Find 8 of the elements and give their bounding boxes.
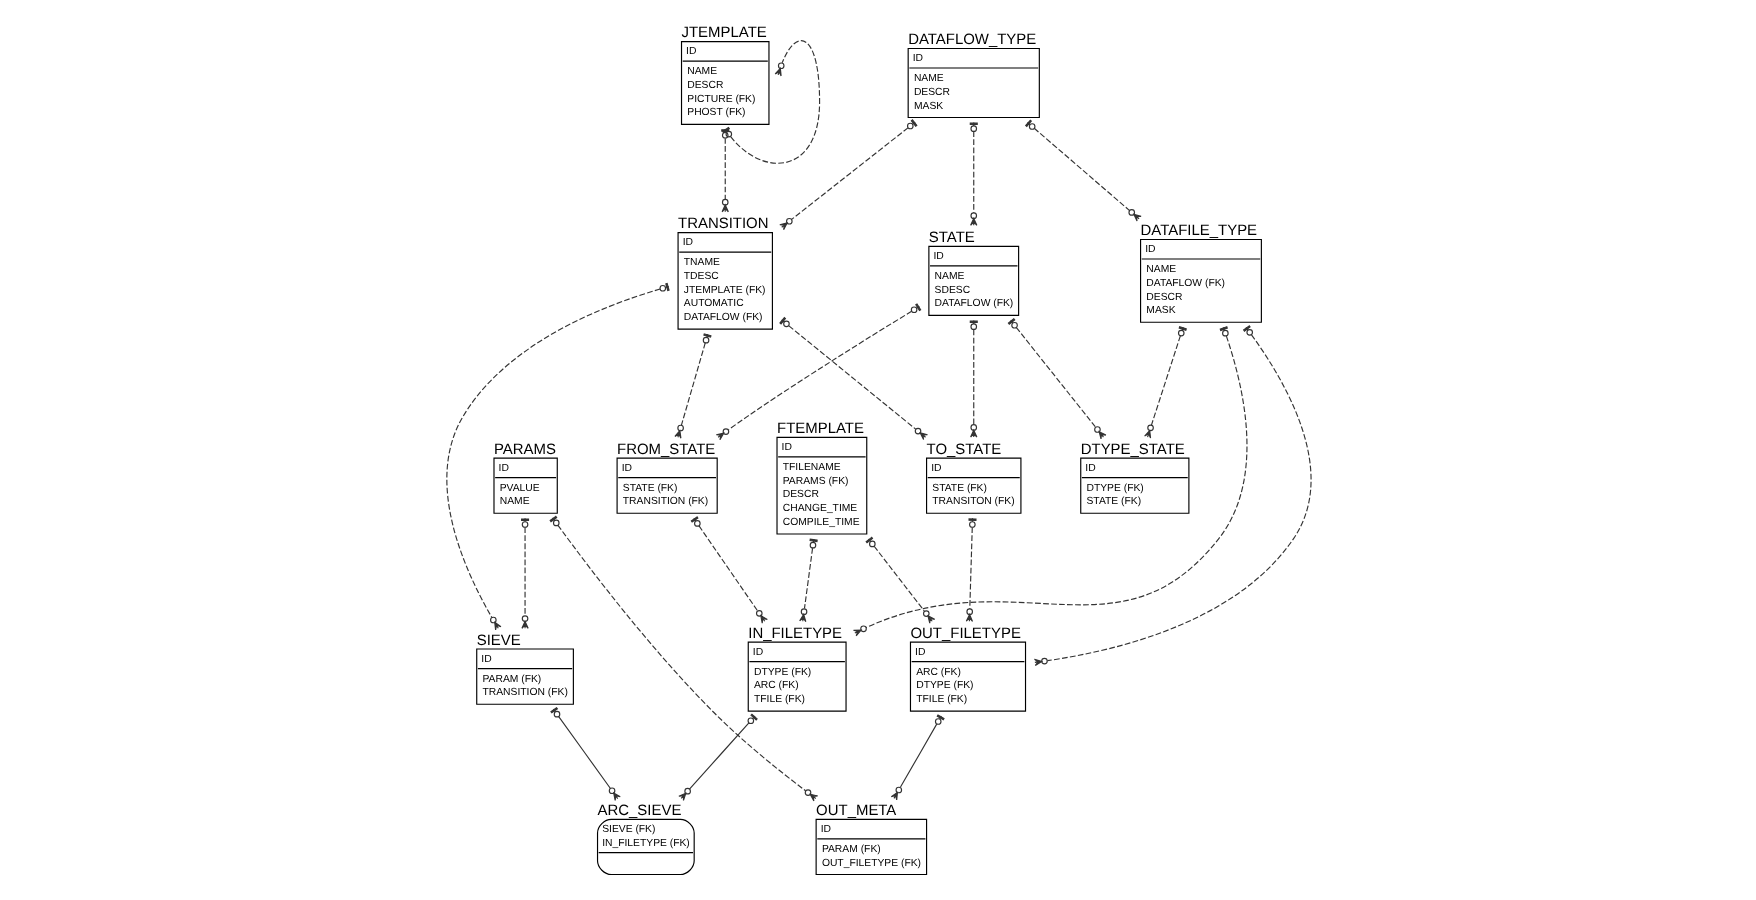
connector [520,517,529,629]
connector [1143,326,1186,439]
connector [445,282,669,631]
connector [864,536,935,624]
connector [851,326,1247,637]
connector [1032,325,1311,667]
connector [673,333,711,439]
connector [889,714,944,801]
